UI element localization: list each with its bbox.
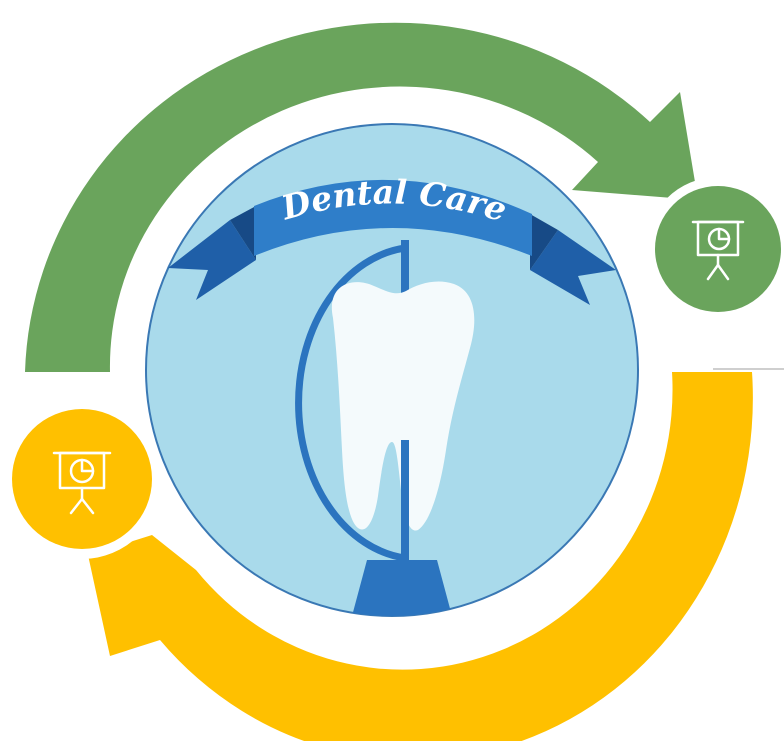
yellow-node xyxy=(12,409,152,549)
ribbon-main xyxy=(254,179,532,256)
stand-base xyxy=(352,560,452,616)
dental-care-emblem: Dental Care xyxy=(145,123,639,617)
stand-pole-front xyxy=(401,440,409,562)
ribbon-right-tail xyxy=(530,230,616,305)
stand-arm xyxy=(295,244,406,562)
tooth-icon xyxy=(331,281,475,531)
ribbon-right-fold xyxy=(530,214,558,270)
presentation-chart-icon xyxy=(691,220,745,281)
ribbon-banner: Dental Care xyxy=(168,172,616,305)
ribbon-left-fold xyxy=(230,206,256,260)
presentation-chart-icon xyxy=(52,451,112,515)
green-cycle-arrow xyxy=(25,22,698,373)
green-node xyxy=(655,186,781,312)
yellow-cycle-arrow xyxy=(88,372,753,741)
ribbon-left-tail xyxy=(168,220,256,300)
